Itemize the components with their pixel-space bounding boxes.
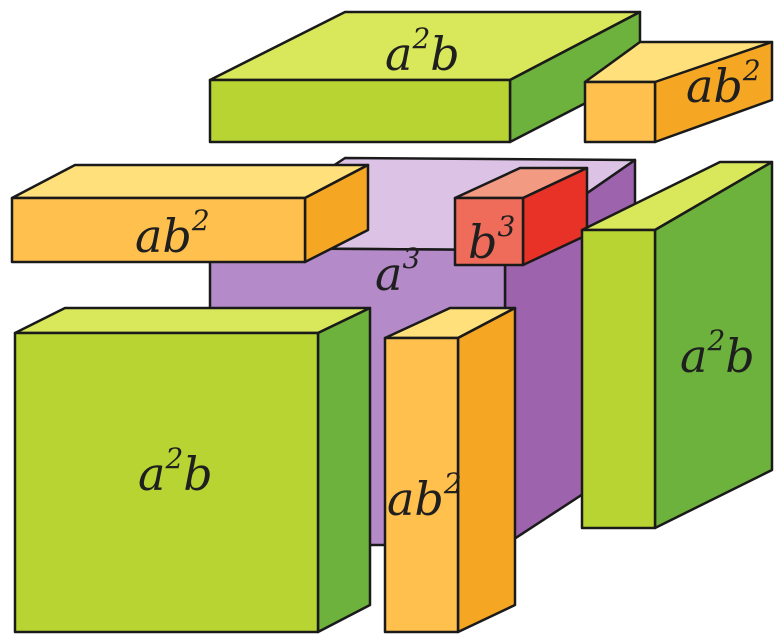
- front-ab2-side-face: [456, 306, 517, 634]
- front-a2b-block: a2b: [13, 306, 372, 634]
- b-cubed-label: b3: [468, 210, 515, 269]
- b-cubed-front-face: [453, 196, 525, 267]
- front-ab2-front-face: [383, 336, 460, 634]
- top-right-ab2-label: ab2: [686, 54, 761, 113]
- right-a2b-label: a2b: [680, 324, 755, 383]
- a-cubed-label: a3: [375, 242, 420, 301]
- top-a2b-label: a2b: [385, 22, 460, 81]
- left-ab2-label: ab2: [135, 204, 210, 263]
- top-right-ab2-block: ab2: [583, 40, 774, 144]
- front-a2b-side-face: [316, 306, 372, 634]
- top-right-ab2-front-face: [583, 80, 657, 144]
- top-a2b-front-face: [208, 78, 512, 144]
- front-a2b-front-face: [13, 331, 320, 634]
- front-ab2-label: ab2: [387, 467, 462, 526]
- right-a2b-front-face: [580, 228, 657, 530]
- right-a2b-block: a2b: [580, 160, 774, 530]
- front-a2b-top-face: [13, 306, 372, 335]
- front-ab2-block: ab2: [383, 306, 517, 634]
- top-a2b-block: a2b: [208, 10, 642, 144]
- front-a2b-label: a2b: [138, 442, 213, 501]
- left-ab2-front-face: [10, 196, 307, 264]
- b-cubed-block: b3: [453, 166, 589, 269]
- left-ab2-block: ab2: [10, 163, 370, 264]
